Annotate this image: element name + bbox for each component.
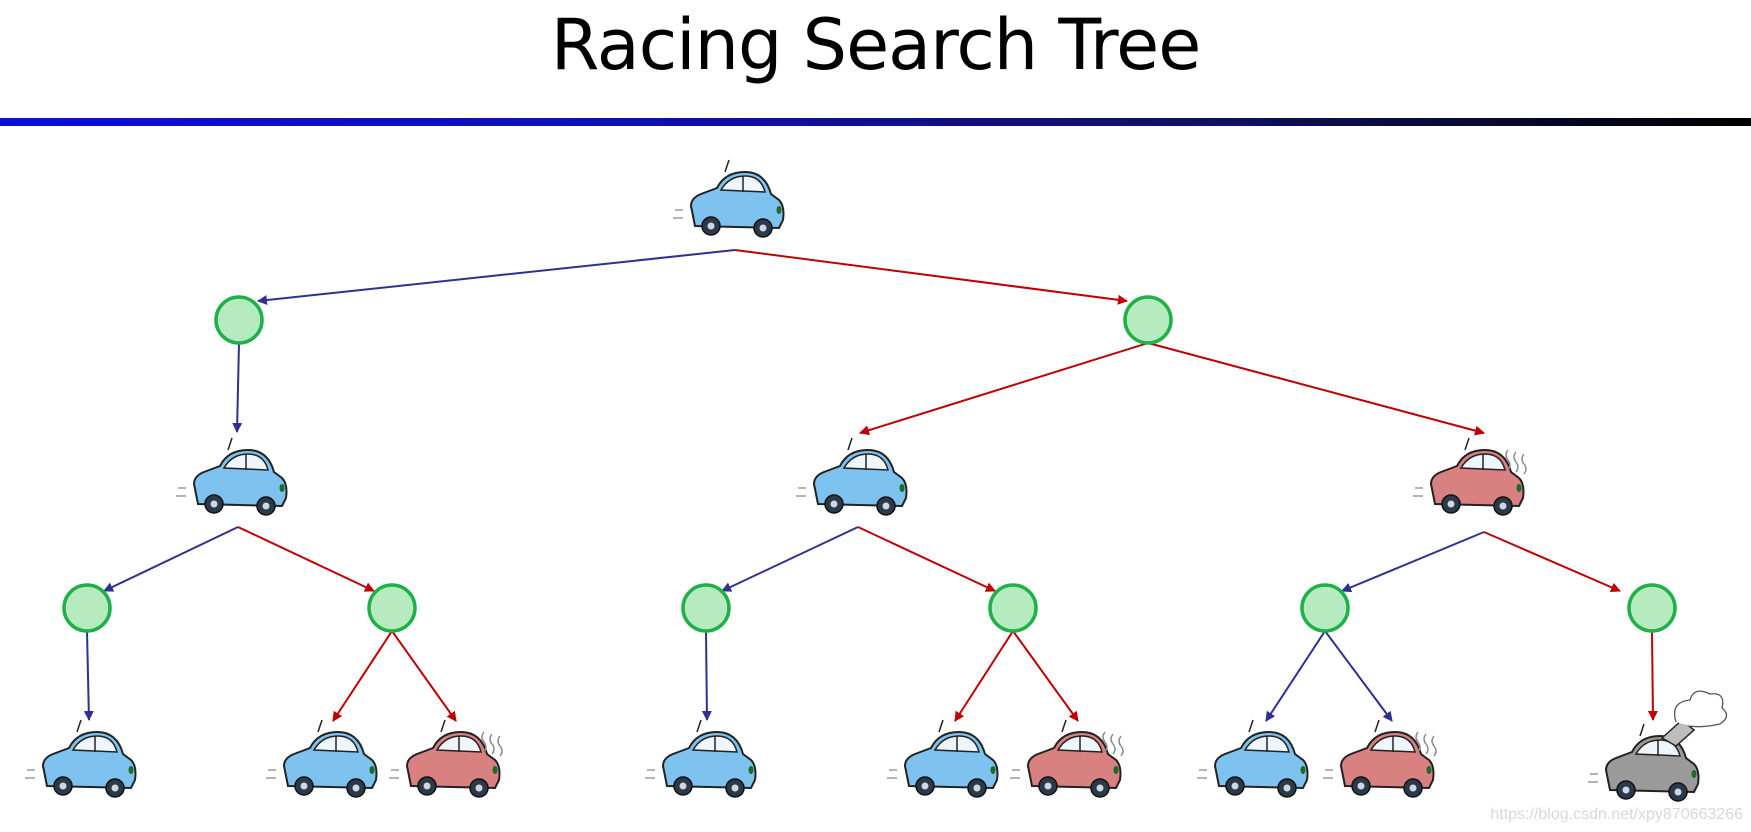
blue-car-icon — [886, 719, 999, 798]
red-car-icon — [1412, 437, 1527, 516]
blue-car-icon — [644, 719, 757, 798]
edge-c2-leaf-a — [332, 630, 393, 722]
edge-warm-fast — [1483, 531, 1621, 593]
edge-c1-leaf — [83, 630, 94, 721]
red-car-icon — [1322, 719, 1437, 798]
edge-slow-root — [257, 249, 736, 306]
edge-cool-a-slow — [103, 526, 239, 592]
blue-car-icon — [795, 437, 908, 516]
edge-c3-leaf — [701, 630, 712, 721]
edge-warm-slow — [1341, 531, 1485, 593]
chance-node — [1123, 295, 1173, 345]
edge-chance-left-to-cool — [232, 342, 243, 433]
chance-node — [1627, 583, 1677, 633]
edge-chance-right-to-cool — [859, 342, 1149, 436]
chance-node — [367, 583, 417, 633]
edge-c6-leaf — [1647, 630, 1658, 721]
edge-c5-leaf-b — [1324, 630, 1393, 722]
red-car-icon — [388, 719, 503, 798]
edge-cool-b-slow — [721, 526, 859, 592]
blue-car-icon — [265, 719, 378, 798]
edge-c4-leaf-a — [954, 630, 1014, 722]
blue-car-icon — [1196, 719, 1309, 798]
edge-c5-leaf-a — [1265, 630, 1326, 722]
blue-car-icon — [175, 437, 288, 516]
edge-cool-b-fast — [857, 526, 996, 592]
edge-c4-leaf-b — [1012, 630, 1079, 722]
blue-car-icon — [24, 719, 137, 798]
blue-car-icon — [672, 159, 785, 238]
chance-node — [214, 295, 264, 345]
title-rule — [0, 118, 1751, 126]
chance-node — [62, 583, 112, 633]
red-car-icon — [1009, 719, 1124, 798]
watermark: https://blog.csdn.net/xpy870663266 — [1490, 806, 1743, 823]
slide-title: Racing Search Tree — [550, 4, 1202, 86]
edge-chance-right-to-warm — [1147, 342, 1485, 436]
edge-cool-a-fast — [237, 526, 375, 592]
gray-broken-car-icon — [1587, 690, 1728, 802]
edge-c2-leaf-b — [391, 630, 457, 722]
edge-fast-root — [734, 249, 1128, 305]
chance-node — [681, 583, 731, 633]
chance-node — [1300, 583, 1350, 633]
chance-node — [988, 583, 1038, 633]
